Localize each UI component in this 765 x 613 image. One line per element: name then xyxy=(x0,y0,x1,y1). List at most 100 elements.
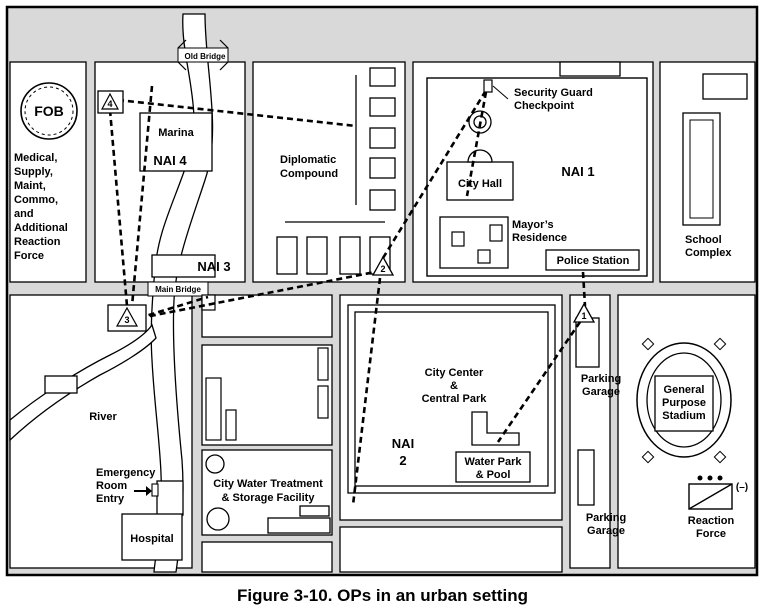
river-label: River xyxy=(89,411,117,423)
school-label: School Complex xyxy=(685,234,732,259)
reaction-force-label: Reaction Force xyxy=(688,515,735,540)
water-treatment-tanks xyxy=(205,454,331,534)
op-3-marker: 3 xyxy=(107,304,147,332)
figure-caption: Figure 3-10. OPs in an urban setting xyxy=(237,586,528,605)
op-4-label: 4 xyxy=(107,99,112,109)
city-hall-fence xyxy=(426,77,648,277)
svg-text:and: and xyxy=(14,208,34,220)
svg-text:Compound: Compound xyxy=(280,168,338,180)
marina-building xyxy=(139,112,213,172)
hospital-label: Hospital xyxy=(130,533,173,545)
school-building-top xyxy=(702,73,748,100)
parking-garage-2 xyxy=(577,449,595,506)
nai3-label: NAI 3 xyxy=(197,259,230,274)
stadium-label: General Purpose Stadium xyxy=(662,384,706,422)
op-3-label: 3 xyxy=(124,315,129,325)
svg-text:Reaction: Reaction xyxy=(14,236,61,248)
svg-text:Maint,: Maint, xyxy=(14,180,46,192)
fob-label: FOB xyxy=(34,103,64,119)
security-checkpoint-booth xyxy=(483,79,493,93)
parking-garage-1 xyxy=(575,317,600,368)
svg-text:Force: Force xyxy=(696,528,726,540)
block-small-2 xyxy=(201,344,333,446)
svg-text:Checkpoint: Checkpoint xyxy=(514,100,574,112)
svg-text:City Water Treatment: City Water Treatment xyxy=(213,478,323,490)
svg-text:Entry: Entry xyxy=(96,493,125,505)
svg-text:Complex: Complex xyxy=(685,247,732,259)
svg-text:Parking: Parking xyxy=(586,512,626,524)
central-park-inner xyxy=(354,311,549,487)
support-units-label: Medical, Supply, Maint, Commo, and Addit… xyxy=(14,152,68,262)
city-center-label: City Center & Central Park xyxy=(422,367,488,405)
op-4-marker: 4 xyxy=(97,90,124,114)
main-bridge xyxy=(147,281,209,297)
svg-text:NAI: NAI xyxy=(392,436,414,451)
svg-text:Force: Force xyxy=(14,250,44,262)
main-bridge-label: Main Bridge xyxy=(155,285,201,294)
river-boat xyxy=(44,375,78,394)
old-bridge-label: Old Bridge xyxy=(185,52,226,61)
svg-text:Central Park: Central Park xyxy=(422,393,488,405)
svg-text:Purpose: Purpose xyxy=(662,397,706,409)
stadium xyxy=(636,337,732,464)
checkpoint-top-building xyxy=(559,61,621,77)
svg-text:Stadium: Stadium xyxy=(662,410,706,422)
police-station-label: Police Station xyxy=(557,255,630,267)
svg-text:Medical,: Medical, xyxy=(14,152,57,164)
svg-text:General: General xyxy=(664,384,705,396)
svg-text:& Storage Facility: & Storage Facility xyxy=(222,492,316,504)
block-small-3 xyxy=(201,541,333,573)
marina-label: Marina xyxy=(158,127,194,139)
op-1-label: 1 xyxy=(581,311,586,321)
svg-text:Garage: Garage xyxy=(587,525,625,537)
er-arrow-icon xyxy=(134,486,152,496)
svg-text:Parking: Parking xyxy=(581,373,621,385)
security-checkpoint-label: Security Guard Checkpoint xyxy=(514,87,593,112)
svg-text:Security Guard: Security Guard xyxy=(514,87,593,99)
mayors-residence-buildings xyxy=(451,224,503,264)
emergency-room-label: Emergency Room Entry xyxy=(96,467,156,505)
water-park-building xyxy=(471,411,520,446)
parking-garage-1-label: Parking Garage xyxy=(581,373,621,398)
svg-text:Water Park: Water Park xyxy=(464,456,522,468)
reaction-force-size: (–) xyxy=(736,482,748,493)
svg-text:School: School xyxy=(685,234,722,246)
svg-text:2: 2 xyxy=(399,453,406,468)
nai3-building xyxy=(151,254,216,278)
svg-text:City Center: City Center xyxy=(425,367,484,379)
svg-text:& Pool: & Pool xyxy=(476,469,511,481)
er-entry-building xyxy=(156,480,184,516)
op-1-marker: 1 xyxy=(572,302,596,323)
city-hall-building xyxy=(446,149,514,201)
mayors-residence-label: Mayor’s Residence xyxy=(512,219,567,244)
op-2-label: 2 xyxy=(380,264,385,274)
op-2-marker: 2 xyxy=(371,255,395,276)
svg-text:Commo,: Commo, xyxy=(14,194,58,206)
nai4-label: NAI 4 xyxy=(153,153,187,168)
nai2-label: NAI 2 xyxy=(392,436,414,468)
reaction-force-symbol xyxy=(688,475,733,510)
hospital-building xyxy=(121,513,183,561)
fob-symbol xyxy=(20,82,78,140)
school-building-long xyxy=(682,112,721,226)
svg-text:Diplomatic: Diplomatic xyxy=(280,154,336,166)
block-small-4 xyxy=(339,526,563,573)
checkpoint-leader xyxy=(492,85,509,100)
central-park-outer xyxy=(347,304,556,494)
svg-text:Additional: Additional xyxy=(14,222,68,234)
water-park-label: Water Park & Pool xyxy=(464,456,522,481)
svg-text:Garage: Garage xyxy=(582,386,620,398)
observation-lines xyxy=(108,85,587,506)
water-park-box xyxy=(455,451,531,483)
svg-text:Supply,: Supply, xyxy=(14,166,53,178)
svg-text:Residence: Residence xyxy=(512,232,567,244)
svg-text:Reaction: Reaction xyxy=(688,515,735,527)
svg-text:&: & xyxy=(450,380,458,392)
parking-garage-2-label: Parking Garage xyxy=(586,512,626,537)
water-treatment-label: City Water Treatment & Storage Facility xyxy=(213,478,323,504)
old-bridge xyxy=(177,39,229,71)
diplomatic-label: Diplomatic Compound xyxy=(280,154,338,180)
small-block-buildings xyxy=(201,294,329,441)
svg-text:Mayor’s: Mayor’s xyxy=(512,219,554,231)
